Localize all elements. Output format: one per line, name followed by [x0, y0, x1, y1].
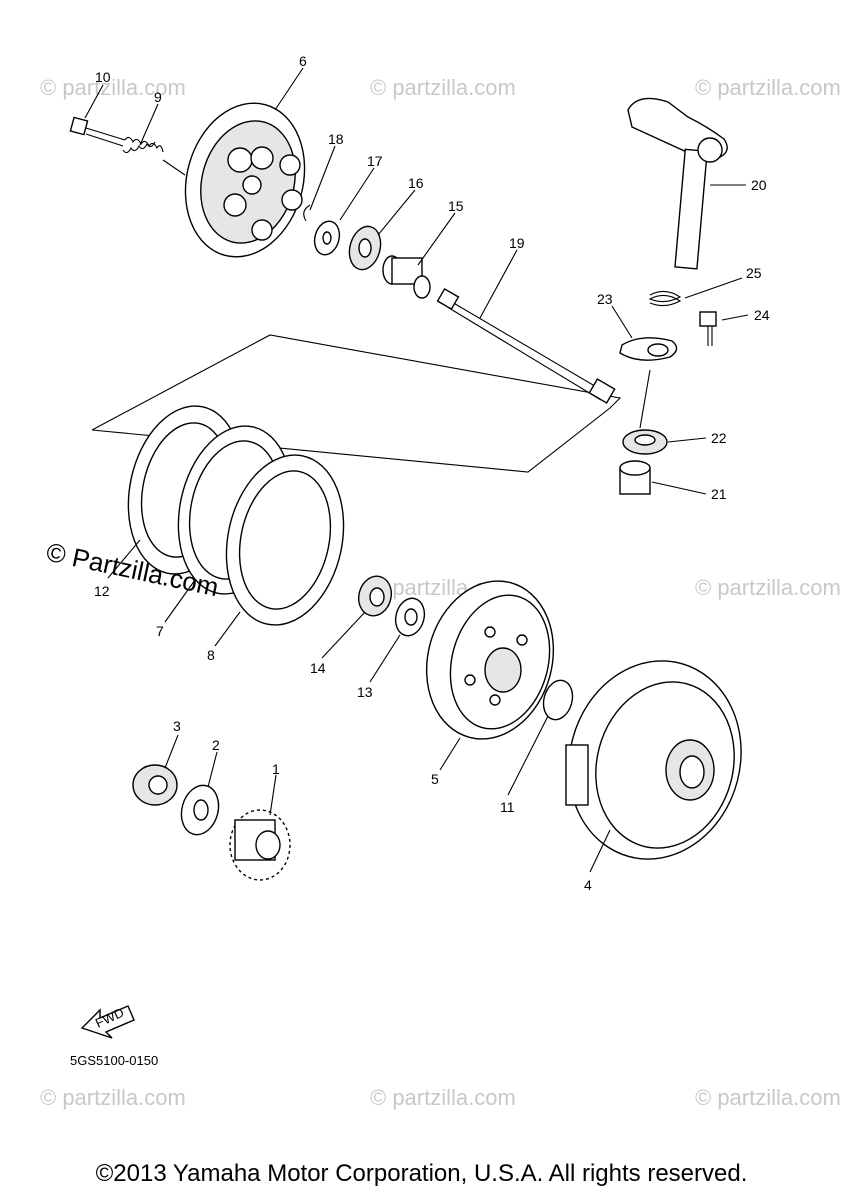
bolt-and-spring [69, 116, 186, 176]
part-label-17: 17 [367, 153, 383, 169]
part-label-16: 16 [408, 175, 424, 191]
part-label-6: 6 [299, 53, 307, 69]
watermark-text: © partzilla.com [695, 1085, 841, 1110]
part-label-24: 24 [754, 307, 770, 323]
part-label-8: 8 [207, 647, 215, 663]
part-label-9: 9 [154, 89, 162, 105]
leader-lines [84, 67, 749, 873]
watermark-text: © partzilla.com [695, 575, 841, 600]
part-label-19: 19 [509, 235, 525, 251]
thrust-washer [542, 679, 574, 721]
part-label-1: 1 [272, 761, 280, 777]
part-label-13: 13 [357, 684, 373, 700]
part-label-25: 25 [746, 265, 762, 281]
lever-spring-and-bolt [619, 290, 717, 361]
part-label-4: 4 [584, 877, 592, 893]
copyright-notice: ©2013 Yamaha Motor Corporation, U.S.A. A… [95, 1160, 748, 1187]
push-lever-shaft [627, 97, 728, 270]
watermark-text: © partzilla.com [370, 75, 516, 100]
watermark-text: © partzilla.com [40, 1085, 186, 1110]
release-bearing-group [303, 204, 431, 299]
nut-and-washer [358, 575, 426, 637]
part-label-7: 7 [156, 623, 164, 639]
part-label-3: 3 [173, 718, 181, 734]
part-label-12: 12 [94, 583, 110, 599]
part-label-18: 18 [328, 131, 344, 147]
watermark-text: © partzilla.com [695, 75, 841, 100]
watermarks: © partzilla.com © partzilla.com © partzi… [40, 75, 841, 1110]
watermark-text: © partzilla.com [40, 75, 186, 100]
diagram-code: 5GS5100-0150 [70, 1053, 158, 1068]
clutch-plates [127, 405, 345, 626]
push-rod [436, 287, 616, 404]
part-label-14: 14 [310, 660, 326, 676]
part-label-11: 11 [500, 799, 515, 815]
pressure-plate [184, 102, 306, 258]
part-label-10: 10 [95, 69, 111, 85]
fwd-arrow: FWD [80, 1005, 135, 1039]
part-label-2: 2 [212, 737, 220, 753]
part-label-20: 20 [751, 177, 767, 193]
reference-box [91, 334, 622, 473]
part-labels: 10 9 6 18 17 16 15 19 20 25 23 24 22 21 … [94, 53, 770, 893]
part-label-22: 22 [711, 430, 727, 446]
clutch-housing [565, 660, 742, 860]
part-label-23: 23 [597, 291, 613, 307]
part-label-21: 21 [711, 486, 727, 502]
bearing-and-bushing [619, 369, 668, 495]
part-label-15: 15 [448, 198, 464, 214]
clutch-boss [425, 580, 555, 740]
watermark-text: © partzilla.com [370, 1085, 516, 1110]
part-label-5: 5 [431, 771, 439, 787]
primary-gear-group [132, 764, 291, 881]
